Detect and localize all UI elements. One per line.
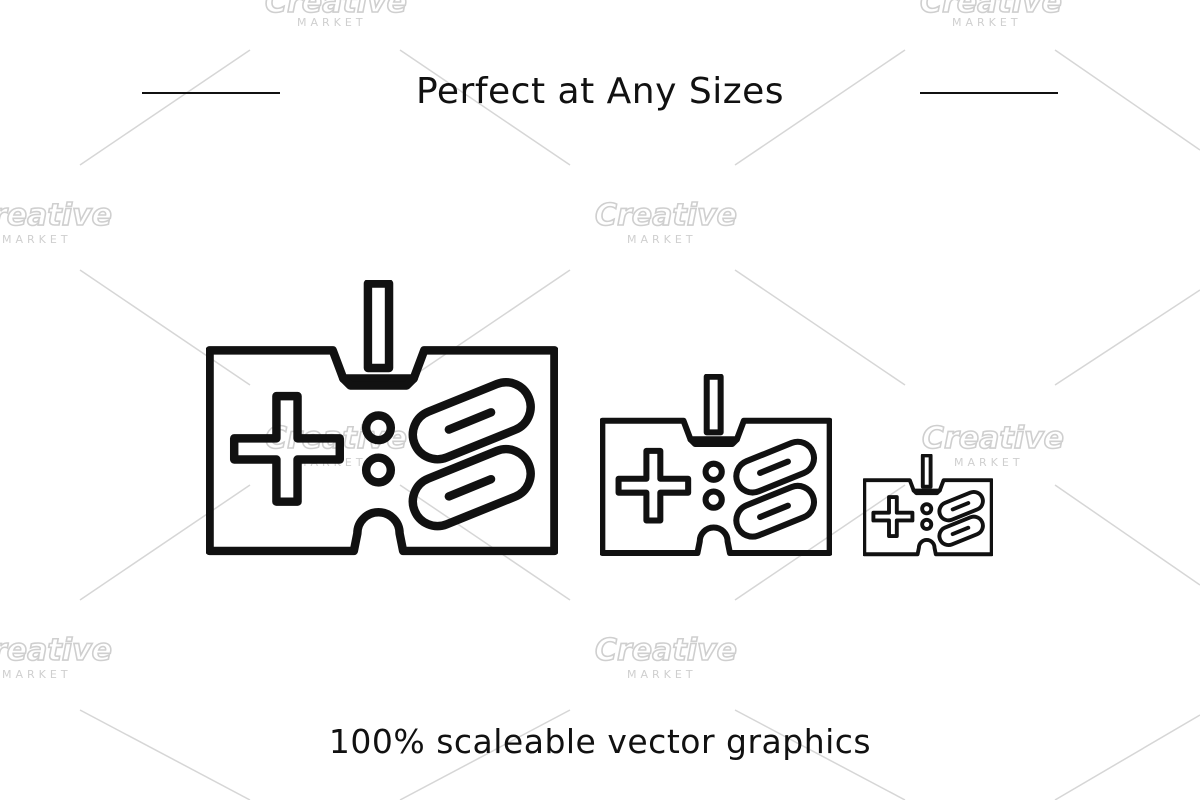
game-controller-icon <box>206 280 558 556</box>
game-controller-icon <box>600 374 832 557</box>
caption-text: 100% scaleable vector graphics <box>328 722 872 761</box>
game-controller-icon <box>863 454 993 557</box>
heading-divider-left <box>142 92 280 94</box>
page-title: Perfect at Any Sizes <box>415 71 784 112</box>
heading-row: Perfect at Any Sizes <box>0 62 1200 124</box>
heading-divider-right <box>920 92 1058 94</box>
